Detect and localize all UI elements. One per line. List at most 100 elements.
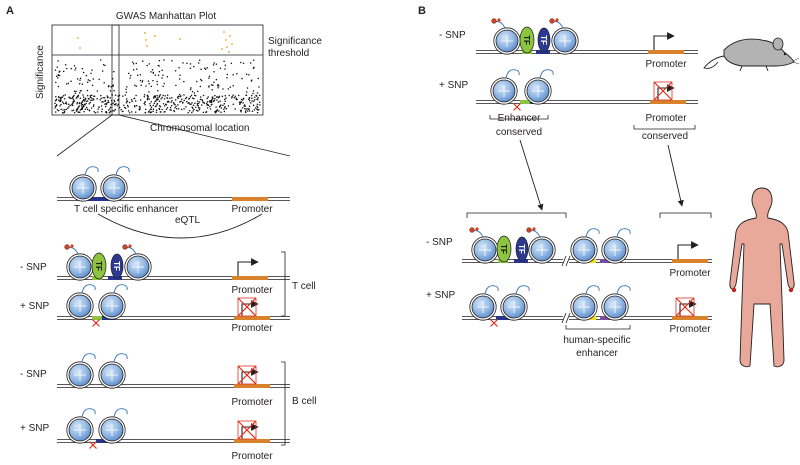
snp-dot — [113, 100, 116, 103]
significant-snp-dot — [79, 47, 81, 49]
snp-dot — [140, 84, 142, 87]
snp-dot — [197, 62, 200, 64]
snp-dot — [256, 98, 259, 101]
t-cell-label: T cell — [292, 281, 316, 292]
snp-dot — [141, 60, 144, 62]
snp-dot — [120, 109, 122, 111]
snp-dot — [81, 67, 84, 70]
human-enhancer-yellow — [588, 316, 596, 320]
snp-dot — [133, 97, 135, 100]
snp-dot — [248, 108, 250, 110]
snp-dot — [198, 101, 201, 103]
snp-dot — [91, 69, 93, 71]
snp-dot — [225, 97, 227, 99]
snp-dot — [163, 59, 165, 61]
snp-dot — [245, 91, 248, 93]
snp-dot — [213, 71, 215, 73]
snp-dot — [211, 88, 213, 91]
snp-dot — [135, 104, 138, 107]
snp-dot — [196, 80, 198, 83]
snp-dot — [86, 94, 89, 97]
snp-dot — [76, 103, 78, 105]
snp-dot — [218, 110, 220, 112]
snp-dot — [115, 103, 117, 105]
snp-dot — [56, 108, 59, 111]
snp-dot — [131, 100, 133, 102]
transcription-arrow — [677, 241, 699, 259]
snp-dot — [166, 107, 169, 109]
human-enhancer-purple — [600, 259, 608, 263]
snp-dot — [206, 97, 208, 100]
snp-dot — [69, 104, 71, 107]
snp-dot — [123, 106, 126, 109]
snp-dot — [224, 94, 227, 97]
snp-dot — [65, 67, 68, 70]
snp-dot — [193, 65, 195, 68]
mouse-plus-snp-label: + SNP — [439, 80, 469, 91]
snp-dot — [165, 108, 168, 110]
snp-dot — [189, 63, 192, 65]
snp-dot — [181, 102, 184, 104]
snp-dot — [233, 96, 235, 99]
snp-dot — [191, 111, 193, 114]
snp-dot — [130, 98, 133, 101]
snp-dot — [253, 109, 256, 111]
histone-tail — [81, 353, 96, 363]
snp-dot — [100, 105, 103, 107]
snp-dot — [223, 108, 225, 110]
snp-dot — [192, 110, 194, 112]
snp-dot — [174, 70, 177, 72]
snp-dot — [181, 98, 183, 100]
snp-dot — [148, 82, 150, 85]
histone-tail — [585, 228, 600, 238]
snp-dot — [106, 102, 109, 104]
snp-dot — [183, 80, 185, 83]
snp-dot — [104, 64, 106, 67]
snp-dot — [104, 103, 106, 105]
snp-dot — [250, 94, 253, 97]
snp-dot — [206, 107, 209, 109]
snp-dot — [89, 94, 92, 97]
snp-dot — [191, 102, 193, 104]
snp-dot — [199, 78, 202, 81]
snp-dot — [195, 95, 197, 97]
snp-dot — [84, 98, 87, 101]
snp-dot — [78, 101, 81, 104]
histone-tail — [494, 21, 506, 29]
snp-dot — [216, 109, 219, 111]
snp-dot — [212, 84, 214, 86]
snp-dot — [78, 83, 81, 85]
snp-dot — [214, 97, 216, 100]
enhancer-arrow — [519, 139, 544, 211]
snp-dot — [154, 74, 157, 76]
snp-dot — [135, 62, 138, 65]
enhancer-green-segment — [520, 100, 530, 104]
histone-tail — [113, 353, 128, 363]
snp-dot — [147, 80, 150, 82]
block-x — [237, 420, 257, 440]
snp-dot — [97, 108, 100, 110]
snp-dot — [132, 69, 135, 71]
snp-dot — [93, 110, 95, 113]
snp-dot — [65, 83, 68, 85]
histone-mark — [555, 18, 559, 22]
snp-dot — [61, 101, 64, 103]
snp-dot — [102, 97, 104, 99]
tf-label: TF — [522, 35, 531, 45]
snp-dot — [166, 97, 169, 99]
enhancer-segment — [96, 439, 110, 443]
histone-mark — [497, 18, 501, 22]
histone-tail — [81, 408, 96, 418]
histone-tail — [81, 284, 96, 294]
b-minus-snp-label: - SNP — [20, 369, 47, 380]
snp-dot — [164, 103, 167, 106]
snp-dot — [151, 69, 154, 71]
snp-dot — [64, 63, 67, 66]
snp-dot — [254, 107, 257, 109]
human-promoter-top-bracket — [659, 212, 712, 218]
snp-dot — [240, 61, 242, 64]
block-box — [237, 365, 257, 385]
snp-dot — [117, 95, 119, 97]
